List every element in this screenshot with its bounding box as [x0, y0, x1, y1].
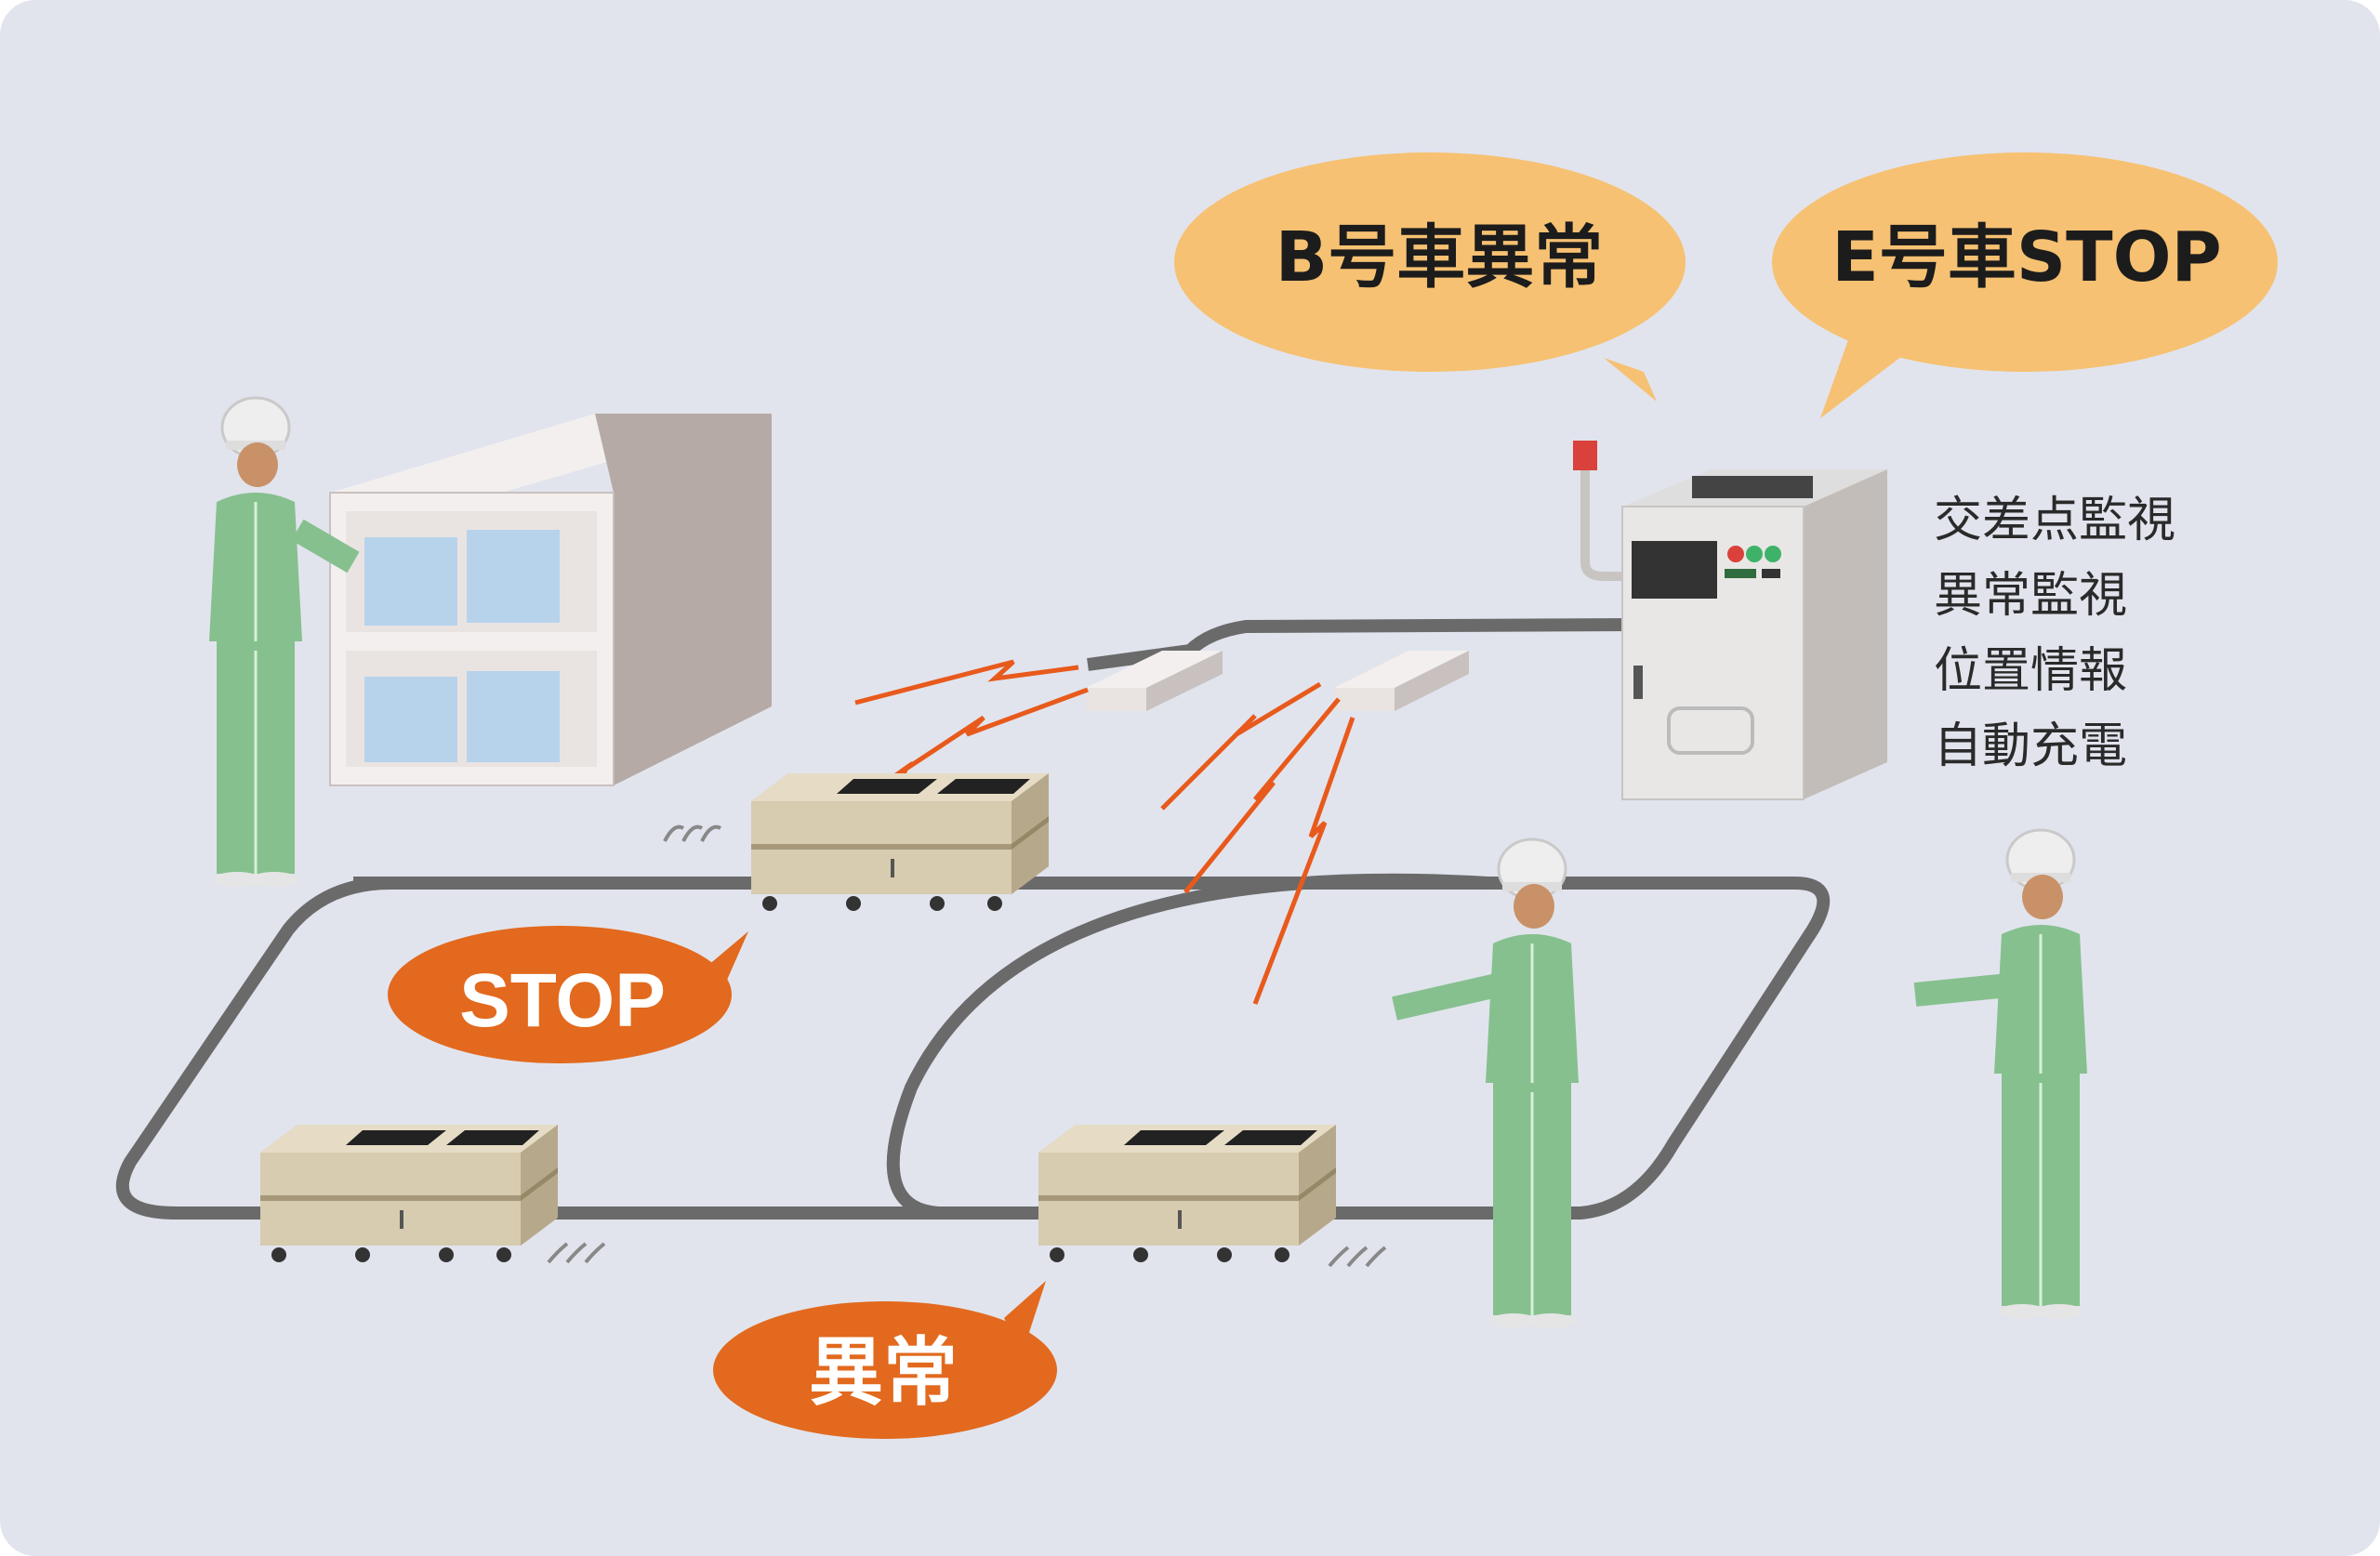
function-position-information: 位置情報: [1934, 643, 2128, 699]
agv-abnormal-tag: 異常: [809, 1329, 958, 1416]
controller-function-list: 交差点監視 異常監視 位置情報 自動充電: [1934, 493, 2175, 794]
speech-bubble-vehicle-e-stop: E号車STOP: [1831, 218, 2222, 297]
speech-bubble-vehicle-b-abnormal: B号車異常: [1275, 218, 1604, 297]
agv-stop-tag: STOP: [459, 958, 666, 1043]
function-automatic-charging: 自動充電: [1934, 719, 2128, 774]
function-intersection-monitoring: 交差点監視: [1934, 493, 2176, 548]
function-abnormality-monitoring: 異常監視: [1934, 568, 2128, 624]
